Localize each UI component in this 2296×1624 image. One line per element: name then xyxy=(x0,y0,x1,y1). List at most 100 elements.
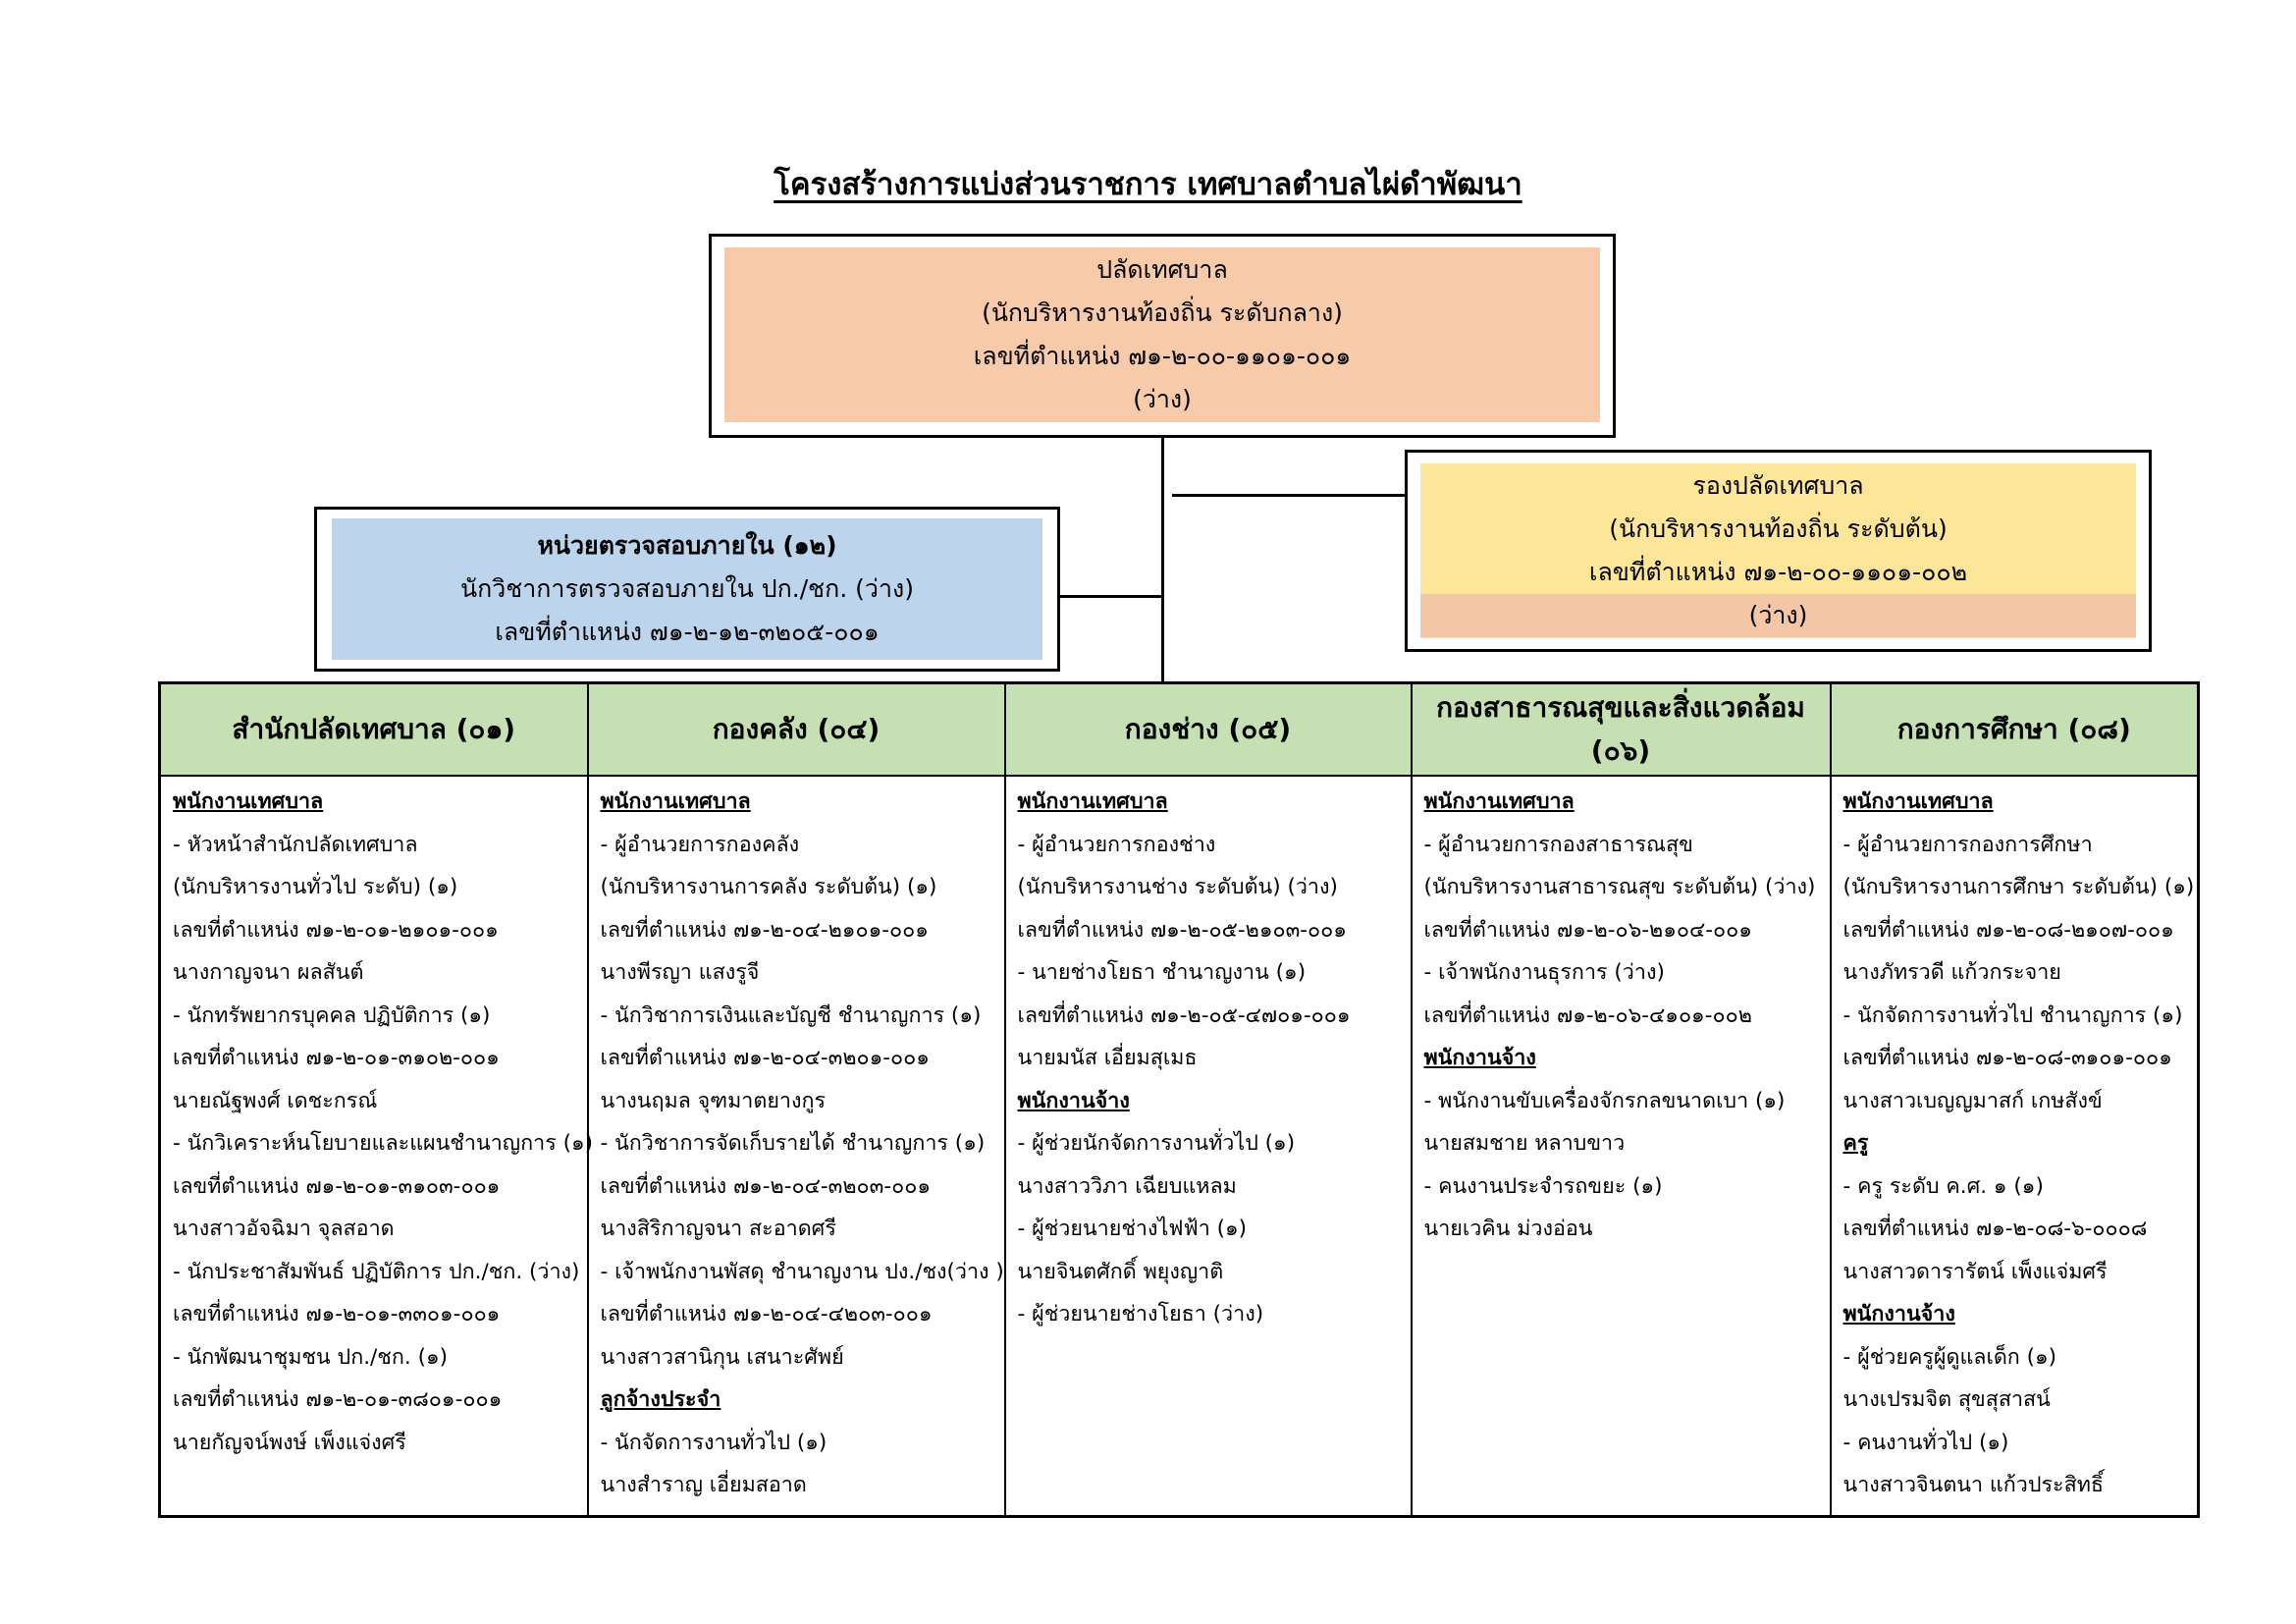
staff-line: นางสาวจินตนา แก้วประสิทธิ์ xyxy=(1842,1473,2105,1497)
staff-section-heading: พนักงานเทศบาล xyxy=(1017,789,1168,814)
municipal-clerk-position-no: เลขที่ตำแหน่ง ๗๑-๒-๐๐-๑๑๐๑-๐๐๑ xyxy=(973,342,1352,370)
staff-line: - นักทรัพยากรบุคคล ปฏิบัติการ (๑) xyxy=(173,1002,491,1028)
staff-line: นางเปรมจิต สุขสุสาสน์ xyxy=(1842,1387,2051,1412)
staff-line: - ผู้ช่วยนายช่างไฟฟ้า (๑) xyxy=(1017,1217,1248,1241)
staff-line: - ผู้ช่วยนายช่างโยธา (ว่าง) xyxy=(1017,1302,1264,1326)
staff-line: (นักบริหารงานสาธารณสุข ระดับต้น) (ว่าง) xyxy=(1423,875,1816,899)
staff-line: นายสมชาย หลาบขาว xyxy=(1423,1131,1626,1156)
staff-line: - ผู้อำนวยการกองช่าง xyxy=(1017,832,1216,857)
staff-line: - เจ้าพนักงานพัสดุ ชำนาญงาน ปง./ชง(ว่าง … xyxy=(600,1259,1004,1284)
staff-line: - นักวิเคราะห์นโยบายและแผนชำนาญการ (๑) xyxy=(173,1131,593,1156)
staff-section-heading: พนักงานจ้าง xyxy=(1423,1046,1536,1070)
division-header: กองช่าง (๐๕) xyxy=(1003,681,1413,777)
staff-line: นางสาวสานิกุน เสนาะศัพย์ xyxy=(600,1344,844,1370)
staff-line: - นักจัดการงานทั่วไป ชำนาญการ (๑) xyxy=(1842,1002,2183,1028)
staff-line: เลขที่ตำแหน่ง ๗๑-๒-๐๘-๓๑๐๑-๐๐๑ xyxy=(1842,1046,2172,1070)
staff-line: - นายช่างโยธา ชำนาญงาน (๑) xyxy=(1017,960,1307,985)
staff-line: เลขที่ตำแหน่ง ๗๑-๒-๐๖-๔๑๐๑-๐๐๒ xyxy=(1423,1002,1752,1028)
internal-audit-title: หน่วยตรวจสอบภายใน (๑๒) xyxy=(537,531,837,560)
staff-line: - ครู ระดับ ค.ศ. ๑ (๑) xyxy=(1842,1173,2044,1199)
staff-line: นางพีรญา แสงรูจี xyxy=(600,960,760,985)
staff-line: เลขที่ตำแหน่ง ๗๑-๒-๐๑-๓๑๐๒-๐๐๑ xyxy=(173,1046,500,1070)
deputy-clerk-position-no: เลขที่ตำแหน่ง ๗๑-๒-๐๐-๑๑๐๑-๐๐๒ xyxy=(1588,558,1968,586)
staff-line: - หัวหน้าสำนักปลัดเทศบาล xyxy=(173,832,418,857)
division-header: สำนักปลัดเทศบาล (๐๑) xyxy=(158,681,589,777)
staff-line: เลขที่ตำแหน่ง ๗๑-๒-๐๑-๓๘๐๑-๐๐๑ xyxy=(173,1387,503,1412)
municipal-clerk-status: (ว่าง) xyxy=(1133,385,1192,413)
staff-line: นางกาญจนา ผลสันต์ xyxy=(173,960,364,985)
internal-audit-position: นักวิชาการตรวจสอบภายใน ปก./ชก. (ว่าง) xyxy=(460,574,914,603)
deputy-clerk-status: (ว่าง) xyxy=(1420,594,2136,637)
staff-section-heading: พนักงานจ้าง xyxy=(1017,1088,1130,1113)
staff-line: เลขที่ตำแหน่ง ๗๑-๒-๐๔-๔๒๐๓-๐๐๑ xyxy=(600,1302,933,1326)
deputy-clerk-title: รองปลัดเทศบาล xyxy=(1692,471,1864,500)
staff-line: - ผู้ช่วยครูผู้ดูแลเด็ก (๑) xyxy=(1842,1344,2057,1370)
staff-section-heading: พนักงานเทศบาล xyxy=(600,789,751,814)
connector-to-audit xyxy=(1060,595,1161,598)
staff-line: - นักวิชาการเงินและบัญชี ชำนาญการ (๑) xyxy=(600,1002,982,1028)
staff-line: นางสำราญ เอี่ยมสอาด xyxy=(600,1473,807,1497)
staff-line: (นักบริหารงานการศึกษา ระดับต้น) (๑) xyxy=(1842,875,2195,899)
staff-line: เลขที่ตำแหน่ง ๗๑-๒-๐๘-๒๑๐๗-๐๐๑ xyxy=(1842,917,2174,943)
staff-line: นางภัทรวดี แก้วกระจาย xyxy=(1842,960,2061,985)
staff-line: นายณัฐพงศ์ เดชะกรณ์ xyxy=(173,1088,378,1113)
municipal-clerk-content: ปลัดเทศบาล (นักบริหารงานท้องถิ่น ระดับกล… xyxy=(724,247,1600,422)
staff-line: นางสาวดารารัตน์ เพ็งแจ่มศรี xyxy=(1842,1259,2108,1284)
division-header: กองสาธารณสุขและสิ่งแวดล้อม (๐๖) xyxy=(1410,681,1832,777)
division-header: กองคลัง (๐๔) xyxy=(586,681,1006,777)
staff-line: นายกัญจน์พงษ์ เพ็งแจ่งศรี xyxy=(173,1430,406,1455)
staff-line: - เจ้าพนักงานธุรการ (ว่าง) xyxy=(1423,960,1665,985)
staff-line: (นักบริหารงานช่าง ระดับต้น) (ว่าง) xyxy=(1017,875,1338,899)
divisions-body-row: พนักงานเทศบาล - หัวหน้าสำนักปลัดเทศบาล (นั… xyxy=(158,775,2200,1517)
division-staff-list: พนักงานเทศบาล - หัวหน้าสำนักปลัดเทศบาล (นั… xyxy=(158,775,593,1517)
staff-line: - ผู้ช่วยนักจัดการงานทั่วไป (๑) xyxy=(1017,1131,1296,1156)
connector-vertical-main xyxy=(1161,438,1164,681)
staff-line: - นักจัดการงานทั่วไป (๑) xyxy=(600,1430,828,1455)
divisions-table: สำนักปลัดเทศบาล (๐๑) กองคลัง (๐๔) กองช่า… xyxy=(158,681,2200,1518)
staff-line: เลขที่ตำแหน่ง ๗๑-๒-๐๔-๓๒๐๓-๐๐๑ xyxy=(600,1173,931,1199)
internal-audit-content: หน่วยตรวจสอบภายใน (๑๒) นักวิชาการตรวจสอบ… xyxy=(332,518,1042,660)
staff-line: นางสาวอัจฉิมา จุลสอาด xyxy=(173,1217,395,1241)
staff-line: - ผู้อำนวยการกองคลัง xyxy=(600,832,800,857)
staff-line: นายจินตศักดิ์ พยุงญาติ xyxy=(1017,1259,1224,1284)
staff-line: เลขที่ตำแหน่ง ๗๑-๒-๐๕-๒๑๐๓-๐๐๑ xyxy=(1017,917,1347,943)
staff-line: - ผู้อำนวยการกองสาธารณสุข xyxy=(1423,832,1693,857)
division-staff-list: พนักงานเทศบาล - ผู้อำนวยการกองคลัง (นักบ… xyxy=(586,775,1006,1517)
municipal-clerk-title: ปลัดเทศบาล xyxy=(1096,255,1228,284)
deputy-clerk-level: (นักบริหารงานท้องถิ่น ระดับต้น) xyxy=(1609,514,1948,543)
staff-line: นางสิริกาญจนา สะอาดศรี xyxy=(600,1217,836,1241)
staff-line: นายมนัส เอี่ยมสุเมธ xyxy=(1017,1046,1198,1070)
division-staff-list: พนักงานเทศบาล - ผู้อำนวยการกองการศึกษา (… xyxy=(1829,775,2200,1517)
staff-line: เลขที่ตำแหน่ง ๗๑-๒-๐๑-๓๑๐๓-๐๐๑ xyxy=(173,1173,501,1199)
divisions-header-row: สำนักปลัดเทศบาล (๐๑) กองคลัง (๐๔) กองช่า… xyxy=(158,681,2200,777)
staff-line: - พนักงานขับเครื่องจักรกลขนาดเบา (๑) xyxy=(1423,1088,1786,1113)
staff-line: - คนงานทั่วไป (๑) xyxy=(1842,1430,2009,1455)
staff-line: นางสาววิภา เฉียบแหลม xyxy=(1017,1173,1237,1199)
staff-line: เลขที่ตำแหน่ง ๗๑-๒-๐๑-๒๑๐๑-๐๐๑ xyxy=(173,917,499,943)
staff-line: นางนฤมล จุฑมาตยางกูร xyxy=(600,1088,827,1113)
staff-line: - นักวิชาการจัดเก็บรายได้ ชำนาญการ (๑) xyxy=(600,1131,986,1156)
staff-line: เลขที่ตำแหน่ง ๗๑-๒-๐๕-๔๗๐๑-๐๐๑ xyxy=(1017,1002,1351,1028)
division-staff-list: พนักงานเทศบาล - ผู้อำนวยการกองช่าง (นักบ… xyxy=(1003,775,1413,1517)
staff-line: เลขที่ตำแหน่ง ๗๑-๒-๐๘-๖-๐๐๐๘ xyxy=(1842,1217,2148,1241)
staff-section-heading: ลูกจ้างประจำ xyxy=(600,1387,721,1412)
internal-audit-position-no: เลขที่ตำแหน่ง ๗๑-๒-๑๒-๓๒๐๕-๐๐๑ xyxy=(495,618,880,646)
staff-section-heading: พนักงานเทศบาล xyxy=(173,789,324,814)
staff-line: - คนงานประจำรถขยะ (๑) xyxy=(1423,1173,1663,1199)
staff-section-heading: พนักงานจ้าง xyxy=(1842,1302,1955,1326)
staff-section-heading: พนักงานเทศบาล xyxy=(1423,789,1575,814)
staff-line: - ผู้อำนวยการกองการศึกษา xyxy=(1842,832,2093,857)
staff-line: (นักบริหารงานทั่วไป ระดับ) (๑) xyxy=(173,875,458,899)
staff-section-heading: พนักงานเทศบาล xyxy=(1842,789,1994,814)
staff-line: นางสาวเบญญมาสก์ เกษสังข์ xyxy=(1842,1088,2103,1113)
staff-line: เลขที่ตำแหน่ง ๗๑-๒-๐๔-๓๒๐๑-๐๐๑ xyxy=(600,1046,930,1070)
connector-to-deputy xyxy=(1172,494,1405,497)
staff-line: - นักประชาสัมพันธ์ ปฏิบัติการ ปก./ชก. (ว… xyxy=(173,1259,580,1284)
deputy-clerk-content: รองปลัดเทศบาล (นักบริหารงานท้องถิ่น ระดั… xyxy=(1420,463,2136,638)
staff-line: เลขที่ตำแหน่ง ๗๑-๒-๐๑-๓๓๐๑-๐๐๑ xyxy=(173,1302,501,1326)
staff-line: (นักบริหารงานการคลัง ระดับต้น) (๑) xyxy=(600,875,937,899)
division-staff-list: พนักงานเทศบาล - ผู้อำนวยการกองสาธารณสุข … xyxy=(1410,775,1832,1517)
staff-line: นายเวคิน ม่วงอ่อน xyxy=(1423,1217,1593,1241)
staff-line: เลขที่ตำแหน่ง ๗๑-๒-๐๖-๒๑๐๔-๐๐๑ xyxy=(1423,917,1752,943)
staff-line: - นักพัฒนาชุมชน ปก./ชก. (๑) xyxy=(173,1344,449,1370)
